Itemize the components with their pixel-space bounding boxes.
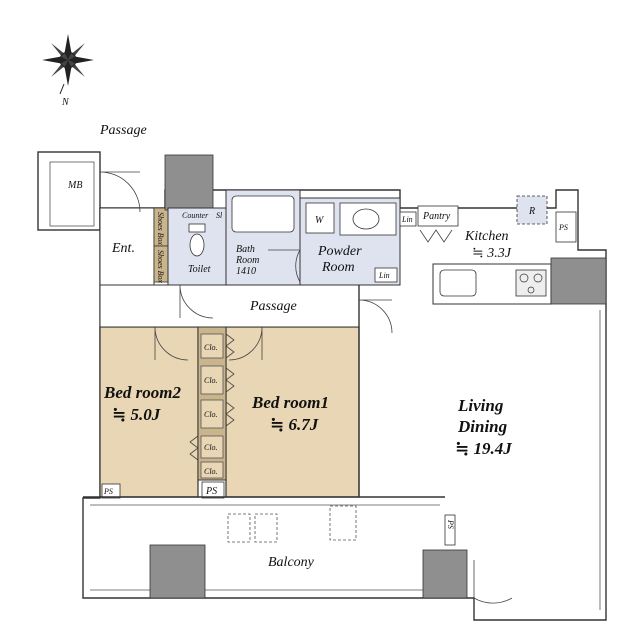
bedroom2-size-label: ≒ 5.0J [112, 405, 161, 424]
refrigerator-label: R [528, 206, 535, 217]
passage-inner-label: Passage [249, 299, 297, 314]
bedroom1-floor [225, 326, 360, 498]
closet-2 [200, 365, 224, 395]
kitchen-label: Kitchen [464, 229, 509, 244]
kitchen-size-label: ≒ 3.3J [472, 246, 512, 261]
mb-room [37, 151, 101, 231]
ps-right-box [444, 514, 456, 546]
bath-room-label-3: 1410 [236, 266, 256, 277]
bedroom1-door-icon [228, 326, 263, 361]
compass-north-label: N [61, 97, 70, 108]
pantry-label: Pantry [422, 211, 451, 222]
burner-3-icon [527, 286, 535, 294]
mb-inner [49, 161, 95, 227]
balcony-door-icon [473, 560, 513, 604]
lin-box-1 [399, 211, 417, 227]
powder-room-label-1: Powder [317, 244, 362, 259]
lin-box-2 [374, 267, 398, 283]
column-balcony-left [149, 544, 206, 599]
balcony-unit-1 [227, 513, 251, 543]
bedroom1-label: Bed room1 [251, 393, 329, 412]
living-door-icon [358, 299, 393, 334]
shoes-box-2-label: Shoes Box [156, 250, 165, 284]
ps-mid-label: PS [205, 486, 217, 497]
closet-door-a [225, 333, 235, 359]
toilet-bowl-icon [189, 233, 205, 257]
bedroom2-label: Bed room2 [103, 383, 181, 402]
shoes-box-1-label: Shoes Box [156, 212, 165, 246]
compass-rose-icon [42, 34, 94, 95]
passage-door-icon [179, 284, 214, 319]
passage-top-label: Passage [99, 123, 147, 138]
ps-kitchen-label: PS [558, 223, 568, 232]
ps-right-label: PS [446, 519, 455, 529]
lin-2-label: Lin [378, 271, 390, 280]
sl-label: Sl [216, 211, 223, 220]
closet-3 [200, 399, 224, 429]
bedroom1-size-label: ≒ 6.7J [270, 415, 319, 434]
stove-icon [515, 269, 547, 297]
pantry-door-icon [419, 229, 453, 243]
closet-5-label: Clo. [204, 467, 218, 476]
sink-icon [352, 208, 380, 230]
living-label-2: Dining [457, 417, 508, 436]
bath-room-label-2: Room [235, 255, 259, 266]
closet-1-label: Clo. [204, 343, 218, 352]
burner-1-icon [519, 273, 529, 283]
closet-4 [200, 435, 224, 459]
bathtub-icon [231, 195, 295, 233]
closet-1 [200, 333, 224, 359]
powder-door-icon [268, 249, 301, 283]
balcony-label: Balcony [268, 555, 315, 570]
kitchen-sink-icon [439, 269, 477, 297]
entrance-door-icon [99, 171, 141, 213]
toilet-tank-icon [188, 223, 206, 233]
ps-mid-box [201, 481, 225, 499]
column-balcony-right [422, 549, 468, 599]
closet-3-label: Clo. [204, 410, 218, 419]
ps-left-label: PS [103, 487, 113, 496]
mb-label: MB [67, 180, 82, 191]
bedroom2-floor [99, 326, 199, 498]
exterior-wall [82, 189, 607, 621]
ps-left-box [101, 483, 121, 499]
column-right [550, 257, 607, 305]
washer-box [305, 202, 335, 234]
closet-4-label: Clo. [204, 443, 218, 452]
closet-5 [200, 461, 224, 479]
ps-kitchen-box [555, 211, 577, 243]
bath-room-label-1: Bath [236, 244, 255, 255]
living-label-1: Living [457, 396, 504, 415]
balcony-unit-2 [254, 513, 278, 543]
pantry-box [417, 205, 459, 227]
washer-label: W [315, 215, 325, 226]
closet-2-label: Clo. [204, 376, 218, 385]
closet-door-c [225, 401, 235, 427]
counter-label: Counter [182, 211, 209, 220]
burner-2-icon [533, 273, 543, 283]
entrance-floor [99, 207, 155, 286]
toilet-label: Toilet [188, 264, 211, 275]
lin-1-label: Lin [401, 215, 413, 224]
column-top [164, 154, 214, 211]
living-size-label: ≒ 19.4J [455, 439, 512, 458]
bedroom2-door-icon [154, 326, 189, 361]
balcony-unit-3 [329, 505, 357, 541]
refrigerator-box [516, 195, 548, 225]
powder-room-label-2: Room [321, 260, 355, 275]
closet-door-d [189, 435, 199, 461]
passage-inner [99, 284, 360, 328]
entrance-label: Ent. [111, 241, 135, 256]
closet-door-b [225, 367, 235, 393]
